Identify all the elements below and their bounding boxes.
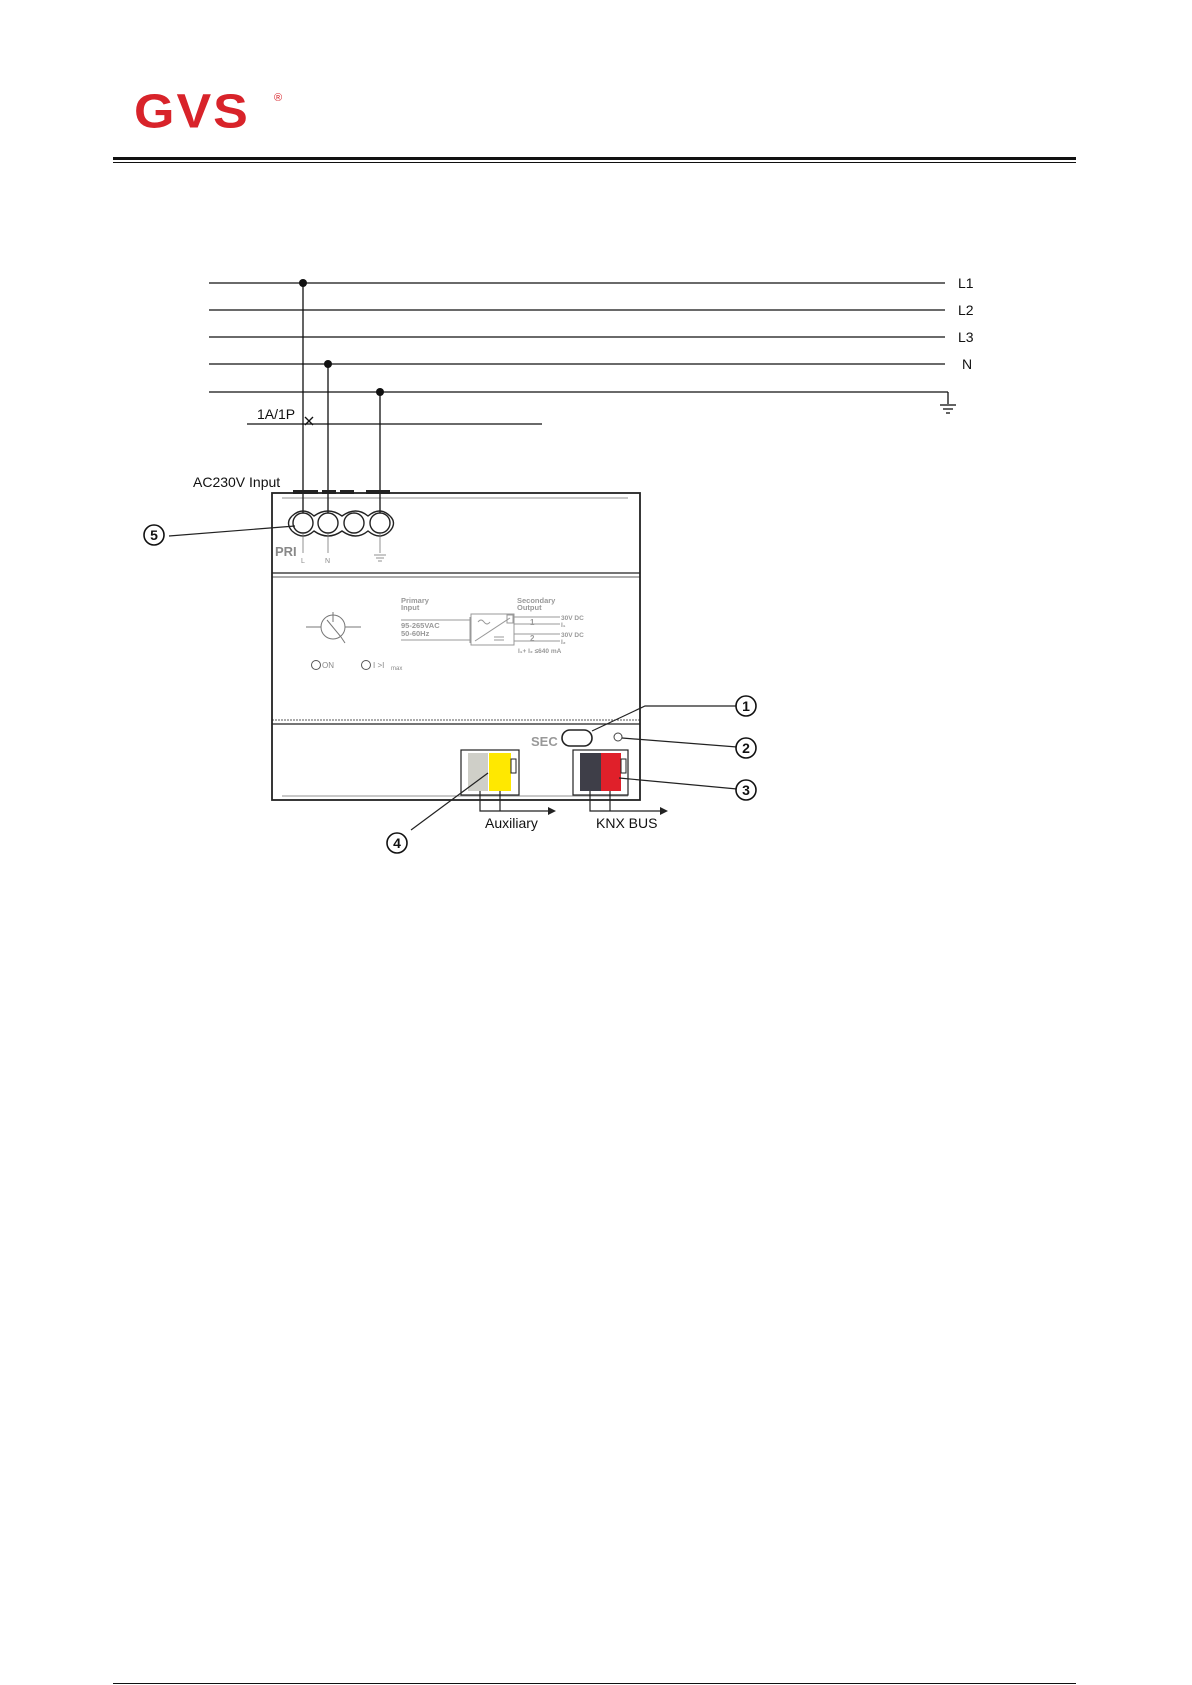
callout-2: 2 xyxy=(742,740,750,756)
label-l1: L1 xyxy=(958,275,974,291)
leader-5 xyxy=(169,526,295,536)
led-max-sub: max xyxy=(391,666,402,672)
sec-led xyxy=(614,733,622,741)
leader-3 xyxy=(619,778,737,789)
input-label: AC230V Input xyxy=(193,474,280,490)
terminal-l-label: L xyxy=(301,558,305,565)
primary-title-2: Input xyxy=(401,603,420,612)
terminal-n-label: N xyxy=(325,558,330,565)
primary-spec-2: 50-60Hz xyxy=(401,629,430,638)
led-on-icon xyxy=(312,661,321,670)
terminal-block-label: PRI xyxy=(275,544,297,559)
total-current: I₁+ I₂ ≤640 mA xyxy=(518,648,562,655)
sec-button xyxy=(562,730,592,746)
auxiliary-label: Auxiliary xyxy=(485,815,538,831)
callout-3: 3 xyxy=(742,782,750,798)
out1-cur: I₁ xyxy=(561,622,566,629)
leader-1 xyxy=(592,706,736,731)
label-n: N xyxy=(962,356,972,372)
knx-bus-label: KNX BUS xyxy=(596,815,657,831)
lamp-icon xyxy=(306,612,361,643)
out2-cur: I₂ xyxy=(561,639,566,646)
callout-5: 5 xyxy=(150,527,158,543)
knx-connector xyxy=(573,750,628,795)
junction-n xyxy=(324,360,332,368)
breaker-label: 1A/1P xyxy=(257,406,295,422)
terminal-block xyxy=(289,511,394,536)
callout-1: 1 xyxy=(742,698,750,714)
out1-num: 1 xyxy=(530,618,535,627)
footer-rule xyxy=(113,1683,1076,1684)
sec-label: SEC xyxy=(531,734,558,749)
auxiliary-connector xyxy=(461,750,519,795)
led-max-icon xyxy=(362,661,371,670)
led-max-label: I >I xyxy=(373,661,384,670)
out2-num: 2 xyxy=(530,634,535,643)
callout-4: 4 xyxy=(393,835,401,851)
leader-4 xyxy=(411,773,488,830)
led-on-label: ON xyxy=(322,661,334,670)
secondary-title-2: Output xyxy=(517,603,542,612)
junction-pe xyxy=(376,388,384,396)
label-l3: L3 xyxy=(958,329,974,345)
out1-volt: 30V DC xyxy=(561,615,584,622)
junction-l1 xyxy=(299,279,307,287)
label-l2: L2 xyxy=(958,302,974,318)
out2-volt: 30V DC xyxy=(561,632,584,639)
